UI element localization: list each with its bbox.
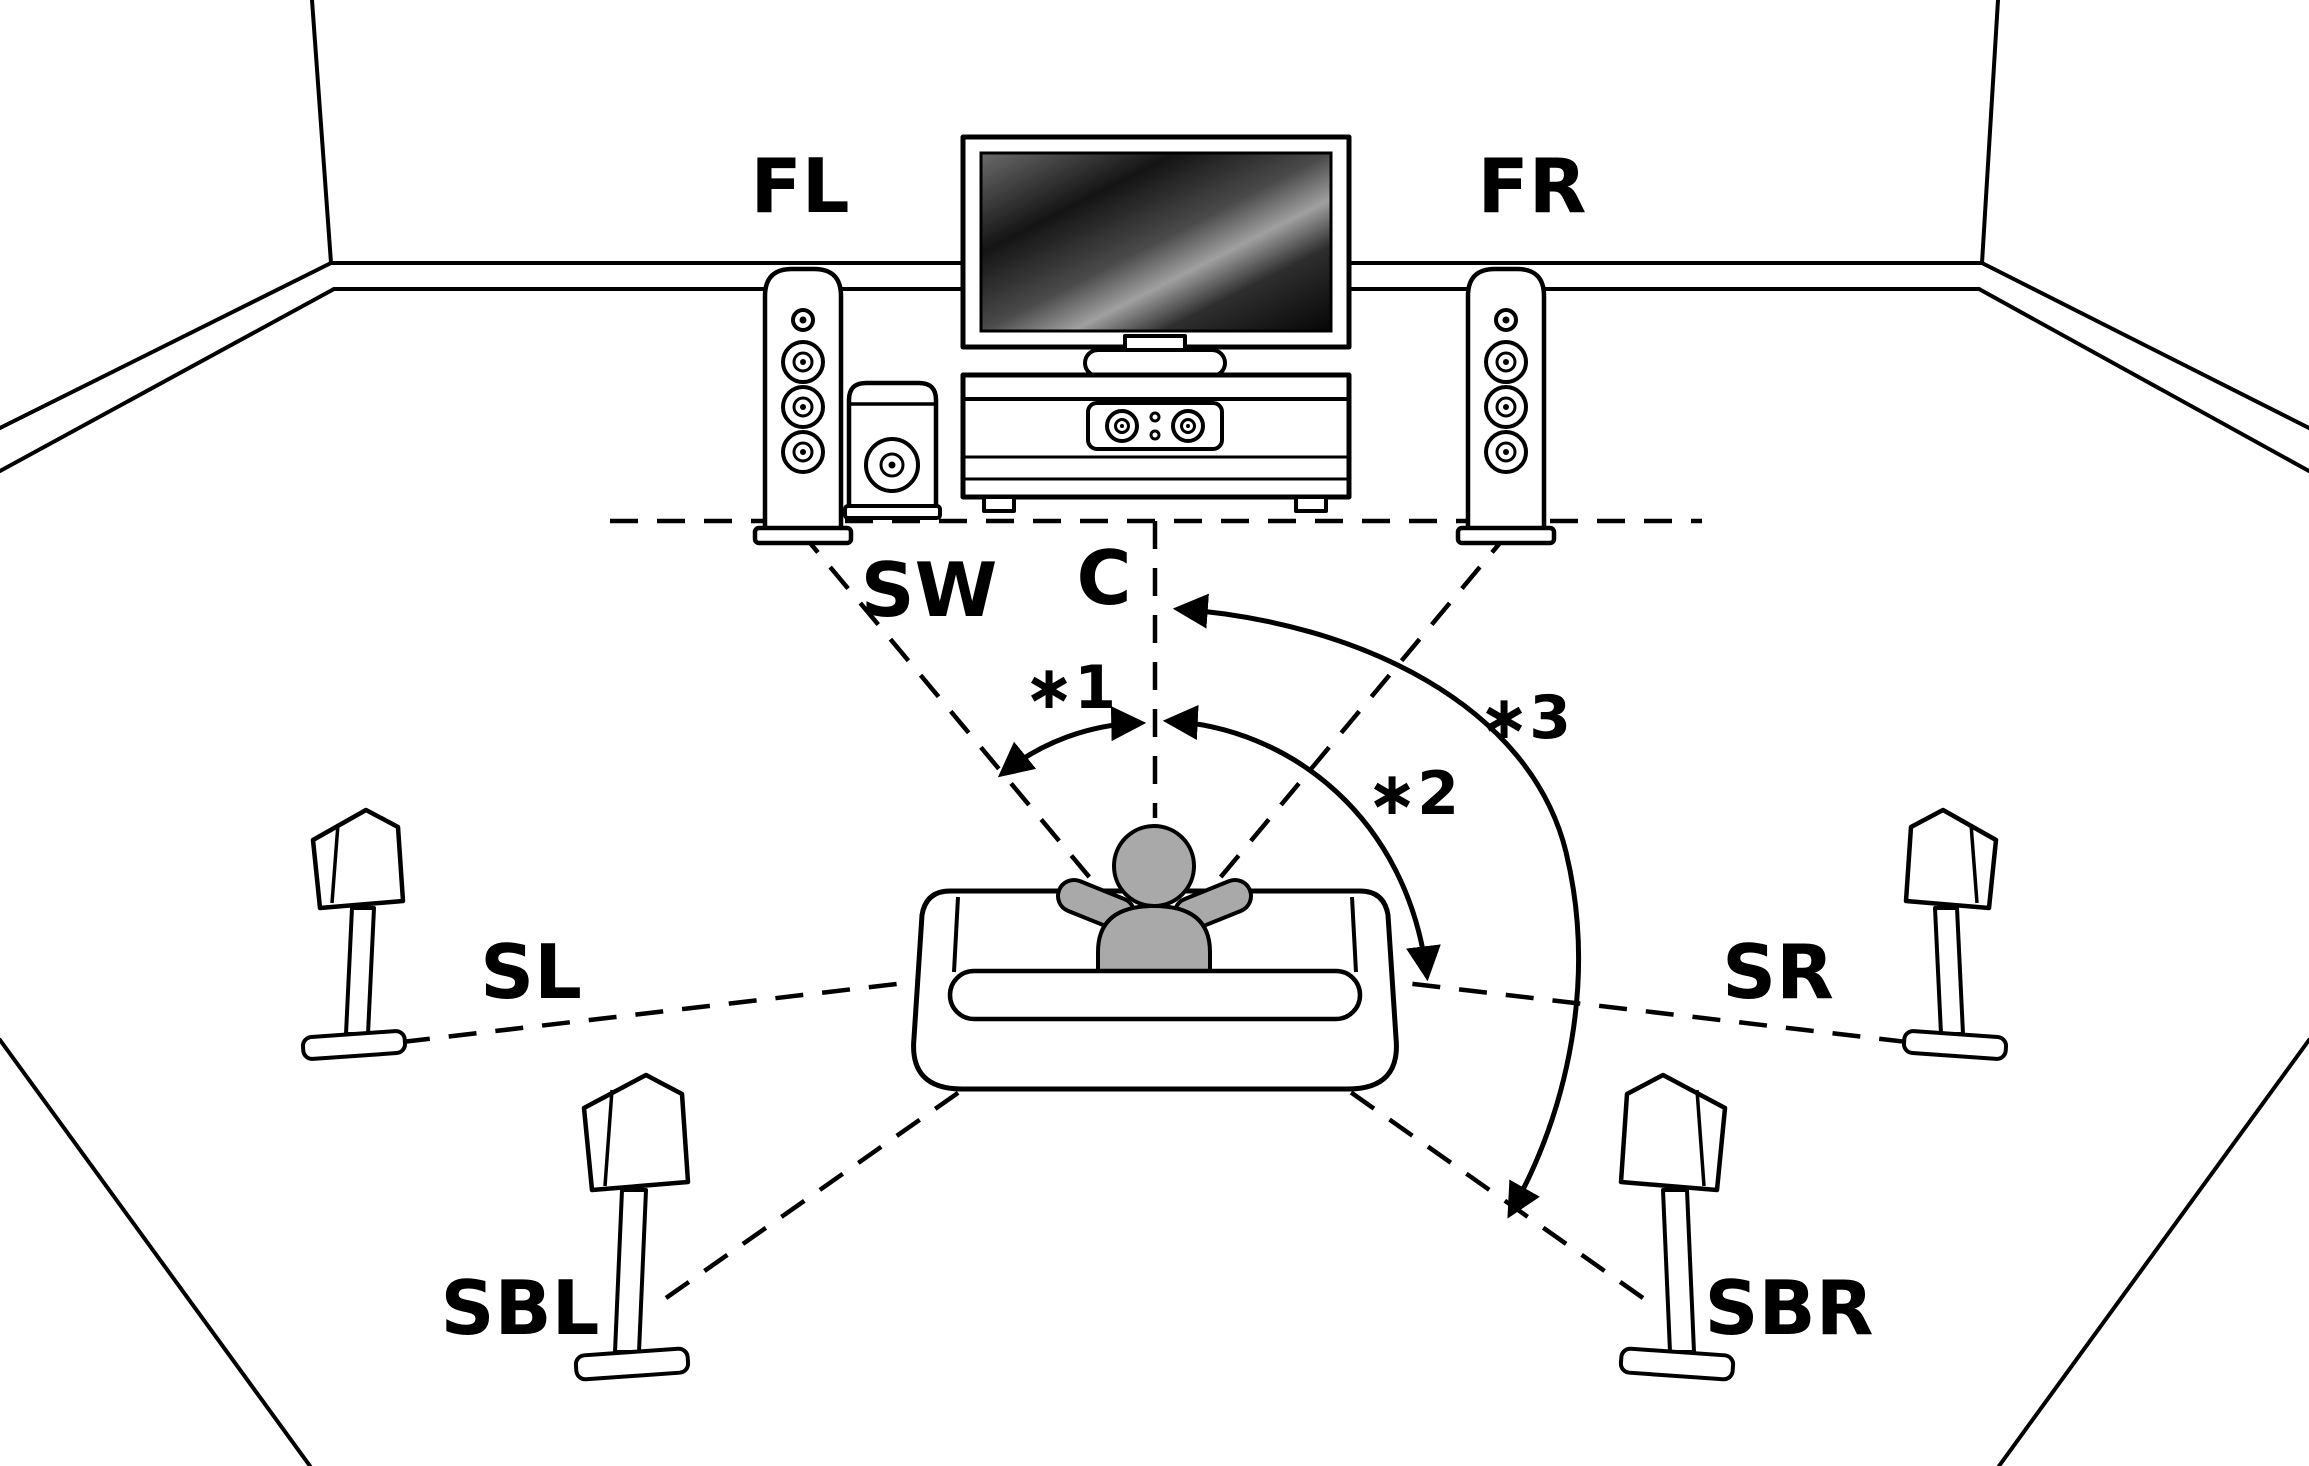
surround-left-pole (344, 906, 376, 1036)
center-speaker-body (1086, 401, 1224, 451)
room-back-right-corner (1980, 0, 2000, 265)
surround-left-base (300, 1029, 408, 1061)
center-speaker-woofer-left (1105, 409, 1139, 443)
subwoofer-woofer-dot (888, 461, 896, 469)
room-back-left-corner (310, 0, 333, 265)
woofer-2 (781, 385, 825, 429)
speaker-subwoofer (843, 380, 942, 520)
room-left-wall-line-bottom (0, 287, 336, 473)
surround-back-left-base (573, 1346, 691, 1382)
label-surround-right: SR (1722, 928, 1834, 1016)
woofer-1-dot (800, 359, 806, 365)
surround-left-head (310, 807, 406, 911)
speaker-surround-right (1903, 810, 2006, 1060)
tv-screen (979, 151, 1333, 333)
front-left-tower-base (752, 525, 854, 546)
surround-back-left-head (581, 1072, 691, 1193)
label-front-left: FL (750, 142, 849, 230)
listener (1056, 824, 1253, 975)
woofer-1-inner (792, 351, 814, 373)
center-speaker-woofer-right-inner (1180, 418, 1196, 434)
center-speaker-tweeter-bottom (1149, 429, 1161, 441)
room-front-left-corner (0, 1038, 312, 1466)
surround-back-left-pole (613, 1188, 648, 1354)
sofa-seat-cushion (947, 968, 1363, 1022)
tweeter-dot (799, 316, 807, 324)
tv-stand-leg-left (982, 495, 1016, 513)
subwoofer-woofer-inner (879, 452, 905, 478)
sofa-armrest-left-line (952, 896, 960, 973)
subwoofer-woofer (864, 437, 920, 493)
center-speaker-woofer-left-inner (1114, 418, 1130, 434)
center-speaker-woofer-right (1171, 409, 1205, 443)
label-angle-2: ∗2 (1367, 759, 1459, 829)
angle-3-arc (1172, 593, 1581, 1219)
room-right-wall-line-top (1980, 261, 2309, 430)
label-angle-3: ∗3 (1479, 683, 1571, 753)
tweeter (791, 308, 815, 332)
speaker-front-left (752, 266, 854, 546)
speaker-surround-left (300, 807, 408, 1061)
label-surround-left: SL (480, 928, 582, 1016)
tv-stand (960, 372, 1352, 513)
center-speaker-woofer-right-dot (1186, 424, 1190, 428)
listener-torso (1096, 904, 1212, 975)
room-front-right-corner (1997, 1038, 2309, 1466)
center-speaker (1086, 401, 1224, 451)
labels: FL FR SW C SL SR SBL SBR ∗1 ∗2 ∗3 (441, 142, 1874, 1352)
subwoofer-base (843, 504, 942, 520)
room-left-wall-line-top (0, 261, 333, 430)
angle-arcs (997, 593, 1581, 1219)
surround-left-head-edge (330, 823, 340, 904)
speaker-front-right (1458, 269, 1554, 543)
label-angle-1: ∗1 (1024, 653, 1116, 723)
label-subwoofer: SW (861, 546, 998, 634)
angle-1-arc (997, 706, 1147, 778)
woofer-3-dot (800, 449, 806, 455)
surround-back-left-head-edge (603, 1089, 614, 1187)
center-speaker-woofer-left-dot (1120, 424, 1124, 428)
woofer-2-inner (792, 396, 814, 418)
label-front-right: FR (1478, 142, 1587, 230)
listener-head (1112, 824, 1196, 908)
woofer-3-inner (792, 441, 814, 463)
label-surround-back-left: SBL (441, 1264, 600, 1352)
woofer-1 (781, 340, 825, 384)
woofer-3 (781, 430, 825, 474)
sofa-armrest-right-line (1350, 896, 1358, 973)
tv-pedestal-base (1083, 348, 1227, 378)
center-speaker-tweeter-top (1149, 411, 1161, 423)
front-left-tower-body (762, 266, 844, 534)
tv-stand-leg-right (1294, 495, 1328, 513)
room-right-wall-line-bottom (1977, 287, 2309, 473)
tv (960, 134, 1352, 378)
label-center: C (1076, 534, 1131, 622)
woofer-2-dot (800, 404, 806, 410)
speaker-surround-back-left (573, 1072, 691, 1382)
label-surround-back-right: SBR (1705, 1264, 1874, 1352)
